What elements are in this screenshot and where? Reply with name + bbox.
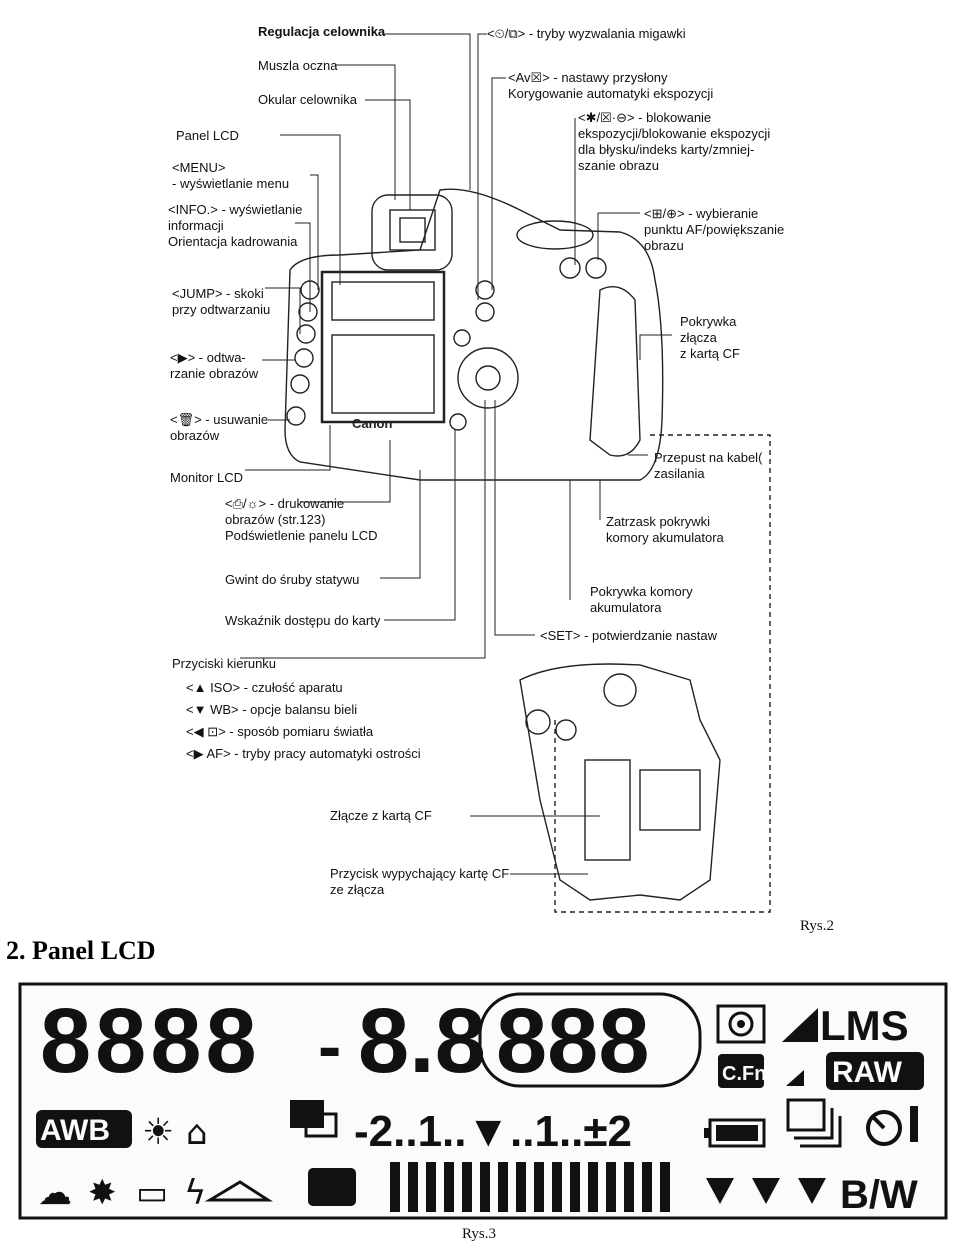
lcd-awb: AWB (40, 1114, 110, 1147)
section-title: 2. Panel LCD (6, 936, 156, 965)
label-lock-3: dla błysku/indeks karty/zmniej- (578, 142, 755, 157)
label-kier-iso: <▲ ISO> - czułość aparatu (186, 680, 343, 695)
size-small-icon (786, 1070, 804, 1086)
label-delete: <🗑> - usuwanie (170, 412, 269, 427)
label-gwint: Gwint do śruby statywu (225, 572, 360, 587)
label-wskaznik: Wskaźnik dostępu do karty (225, 613, 381, 628)
tungsten-icon: ✸ (88, 1173, 117, 1213)
flash-icon: ϟ (184, 1173, 206, 1213)
label-jump-2: przy odtwarzaniu (172, 302, 271, 317)
battery-icon (704, 1118, 766, 1148)
label-jump: <JUMP> - skoki (172, 286, 264, 301)
label-kierunku-title: Przyciski kierunku (172, 656, 277, 671)
label-set: <SET> - potwierdzanie nastaw (540, 628, 718, 643)
size-large-icon (782, 1008, 818, 1042)
lcd-size-labels: LMS (820, 1002, 909, 1049)
label-av: <Av☒> - nastawy przysłony (508, 70, 668, 85)
label-okular: Okular celownika (258, 92, 357, 107)
label-pokrywka-3: z kartą CF (680, 346, 740, 361)
figure-label-rys3: Rys.3 (462, 1226, 496, 1242)
label-lock: <✱/☒·⊖> - blokowanie (578, 110, 712, 125)
label-regulacja: Regulacja celownika (258, 24, 386, 39)
label-info-3: Orientacja kadrowania (168, 234, 298, 249)
raw-badge (826, 1052, 924, 1090)
lcd-segments-left: 8888 (40, 990, 261, 1092)
cloudy-icon: ☁ (38, 1173, 72, 1213)
down-triangle-icons (706, 1178, 826, 1204)
lcd-raw: RAW (832, 1056, 903, 1089)
label-wypych-2: ze złącza (330, 882, 385, 897)
label-play: <▶> - odtwa- (170, 350, 246, 365)
lcd-cfn: C.Fn (722, 1063, 766, 1085)
label-lock-2: ekspozycji/blokowanie ekspozycji (578, 126, 771, 141)
label-print-2: obrazów (str.123) (225, 512, 326, 527)
daylight-icon: ☀ (142, 1112, 174, 1153)
label-wypych: Przycisk wypychający kartę CF (330, 866, 510, 881)
label-zatrzask: Zatrzask pokrywki (606, 514, 711, 529)
shade-icon: ⌂ (186, 1113, 208, 1153)
label-af-point-3: obrazu (644, 238, 684, 253)
canon-logo: Canon (352, 416, 393, 431)
lcd-dash: - (318, 1007, 341, 1085)
label-kier-metering: <◀ ⊡> - sposób pomiaru światła (186, 724, 374, 739)
lcd-segments-mid: 8.8 (358, 990, 486, 1092)
label-pokrywka-2: złącza (680, 330, 717, 345)
exposure-level-bars (390, 1162, 670, 1212)
label-zatrzask-2: komory akumulatora (606, 530, 724, 545)
label-af-point-2: punktu AF/powiększanie (644, 222, 785, 237)
fluorescent-icon: ▭ (136, 1173, 168, 1213)
label-play-2: rzanie obrazów (170, 366, 259, 381)
label-kier-wb: <▼ WB> - opcje balansu bieli (186, 702, 358, 717)
label-przepust: Przepust na kabel( (654, 450, 763, 465)
figure-label-rys2: Rys.2 (800, 918, 834, 934)
lcd-bw: B/W (840, 1173, 918, 1217)
label-kier-af: <▶ AF> - tryby pracy automatyki ostrości (186, 746, 421, 761)
label-af-point: <⊞/⊕> - wybieranie (644, 206, 759, 221)
awb-badge (36, 1110, 132, 1148)
camera-drawing: Canon (240, 33, 771, 913)
label-komora: Pokrywka komory (590, 584, 693, 599)
label-monitor: Monitor LCD (170, 470, 243, 485)
continuous-shooting-icon (786, 1098, 842, 1148)
self-timer-icon (866, 1106, 918, 1146)
label-muszla: Muszla oczna (258, 58, 338, 73)
lcd-exposure-scale: -2..1..▼..1..±2 (354, 1107, 632, 1156)
label-zlacze: Złącze z kartą CF (330, 808, 432, 823)
label-av-2: Korygowanie automatyki ekspozycji (508, 86, 714, 101)
lcd-segments-right: 888 (496, 990, 650, 1092)
label-komora-2: akumulatora (590, 600, 662, 615)
label-info-2: informacji (168, 218, 224, 233)
lcd-panel: 8888 - 8.8 888 LMS C.Fn RAW AWB ☀ ⌂ -2..… (18, 982, 948, 1220)
label-delete-2: obrazów (170, 428, 220, 443)
label-menu: <MENU> (172, 160, 226, 175)
cfn-badge (718, 1054, 764, 1088)
metering-icon (716, 1004, 766, 1044)
label-drive: <⏲/⧉> - tryby wyzwalania migawki (487, 26, 686, 41)
label-pokrywka: Pokrywka (680, 314, 737, 329)
custom-wb-icon (204, 1180, 274, 1202)
label-lock-4: szanie obrazu (578, 158, 659, 173)
label-info: <INFO.> - wyświetlanie (168, 202, 303, 217)
label-print-3: Podświetlenie panelu LCD (225, 528, 378, 543)
label-panel-lcd: Panel LCD (176, 128, 239, 143)
flash-comp-icon (308, 1168, 356, 1206)
label-print: <⎙/☼> - drukowanie (225, 496, 345, 511)
label-menu-desc: - wyświetlanie menu (172, 176, 290, 191)
label-przepust-2: zasilania (654, 466, 705, 481)
